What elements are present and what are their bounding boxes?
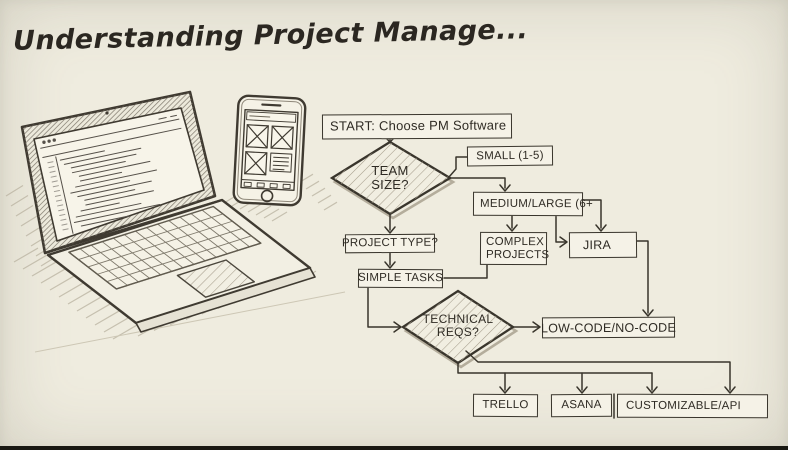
keyboard-keys	[68, 206, 262, 290]
bottom-bar	[0, 446, 788, 450]
phone-home-button	[260, 189, 274, 203]
edge-medium-jira-low	[555, 215, 566, 243]
phone-nav-icons	[243, 181, 291, 190]
node-project-type-label: PROJECT TYPE?	[341, 236, 439, 250]
edge-complex-simpletasks	[443, 264, 488, 279]
phone-sketch	[232, 94, 307, 207]
laptop-trackpad	[176, 259, 256, 298]
node-jira-label: JIRA	[582, 237, 612, 253]
laptop-hinge	[44, 199, 223, 254]
node-project-type: PROJECT TYPE?	[341, 233, 439, 254]
laptop-screen	[33, 107, 205, 242]
node-small-label: SMALL (1-5)	[476, 149, 544, 162]
node-trello: TRELLO	[472, 393, 539, 418]
node-complex-projects-label: COMPLEX PROJECTS	[485, 235, 550, 261]
edge-jira-lowcode	[636, 240, 649, 314]
node-medium-large: MEDIUM/LARGE (6+	[472, 191, 593, 217]
node-small: SMALL (1-5)	[466, 145, 554, 167]
node-simple-tasks: SIMPLE TASKS	[357, 268, 444, 289]
wireframe-image-tile	[270, 125, 294, 150]
node-asana: ASANA	[550, 393, 613, 418]
node-start: START: Choose PM Software	[321, 113, 513, 140]
arrowhead	[646, 386, 658, 394]
arrowhead	[595, 224, 607, 232]
node-simple-tasks-label: SIMPLE TASKS	[357, 271, 444, 285]
arrowhead	[642, 309, 654, 317]
arrowhead	[384, 261, 396, 269]
wireframe-text-tile	[269, 152, 293, 173]
phone-speaker-icon	[261, 103, 282, 107]
node-customizable: CUSTOMIZABLE/API	[616, 393, 769, 419]
node-asana-label: ASANA	[561, 398, 602, 412]
node-customizable-label: CUSTOMIZABLE/API	[625, 399, 742, 412]
arrowhead	[576, 386, 588, 394]
laptop-sketch	[20, 90, 316, 333]
node-complex-projects: COMPLEX PROJECTS	[479, 231, 550, 266]
team-size-diamond	[329, 140, 456, 220]
node-jira: JIRA	[568, 231, 638, 259]
edge-team-small	[448, 156, 468, 178]
arrowhead	[393, 321, 402, 333]
technical-reqs-diamond	[400, 289, 519, 369]
arrowhead	[559, 236, 568, 248]
arrowhead	[532, 321, 541, 333]
wireframe-image-tile	[244, 151, 268, 176]
node-low-code-label: LOW-CODE/NO-CODE	[540, 320, 677, 335]
edge-medium-jira-top	[582, 199, 602, 229]
arrowhead	[724, 386, 736, 394]
node-trello-label: TRELLO	[482, 398, 529, 412]
edge-team-medium	[449, 177, 506, 189]
flowchart-connectors	[367, 136, 736, 419]
wireframe-image-tile	[245, 124, 269, 149]
sketch-guide-line	[34, 291, 346, 353]
phone-inner-edge	[236, 98, 303, 203]
code-editor-sketch	[40, 114, 182, 234]
arrowhead	[499, 386, 511, 394]
arrowhead	[499, 184, 511, 192]
arrowhead	[384, 226, 396, 234]
edge-technical-trunk	[457, 361, 653, 374]
edge-technical-customizable-right	[465, 350, 731, 391]
edge-simpletasks-technical	[367, 287, 400, 328]
node-start-label: START: Choose PM Software	[329, 117, 507, 134]
node-low-code: LOW-CODE/NO-CODE	[540, 316, 677, 339]
webcam-dot-icon	[105, 111, 109, 115]
node-medium-large-label: MEDIUM/LARGE (6+	[479, 197, 593, 210]
phone-address-bar	[246, 111, 297, 123]
laptop-front-edge	[135, 267, 316, 333]
arrowhead	[506, 224, 518, 232]
